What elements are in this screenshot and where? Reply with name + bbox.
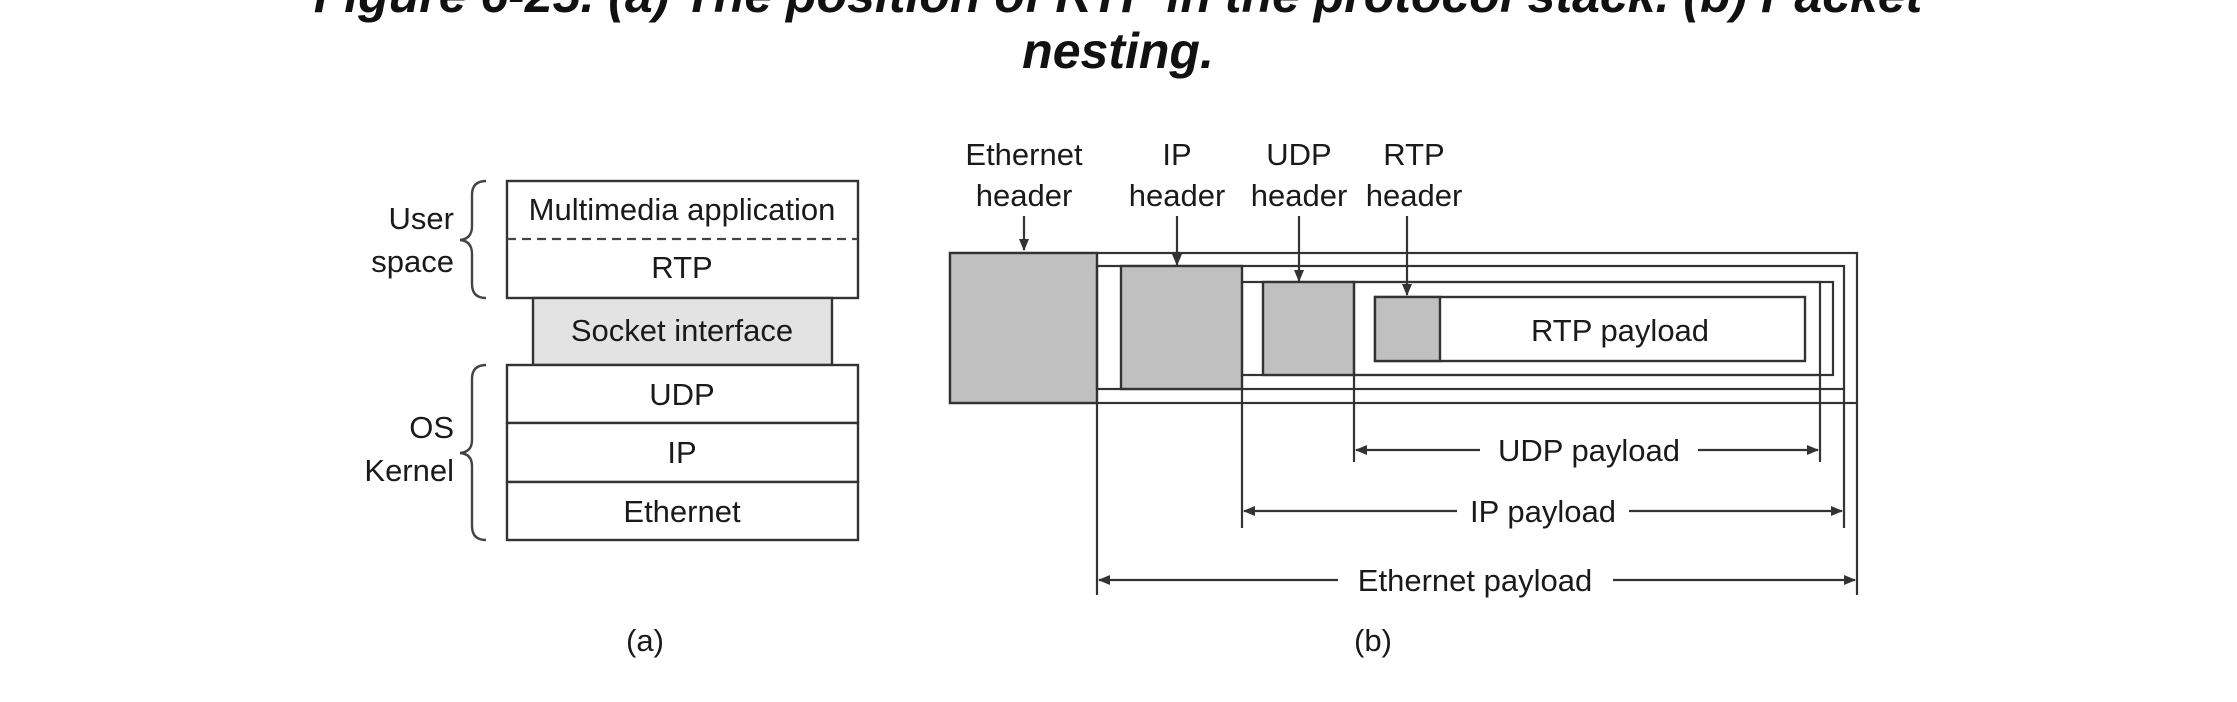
ethernet-header-box: [948, 251, 1099, 405]
ip-header-box: [1119, 264, 1244, 391]
rtp-header-label-line1: RTP: [1383, 137, 1444, 172]
layer-application: Multimedia application: [529, 192, 836, 227]
rtp-header-box: [1373, 295, 1442, 363]
rtp-packet-frame: [1352, 280, 1822, 377]
ethernet-header-label-line2: header: [976, 178, 1073, 213]
ip-payload-label: IP payload: [1470, 494, 1616, 529]
rtp-payload-box: [1373, 295, 1807, 363]
os-kernel-label-line2: Kernel: [364, 453, 454, 488]
udp-payload-label: UDP payload: [1498, 433, 1680, 468]
ethernet-layer-box: [505, 480, 860, 542]
layer-socket-interface: Socket interface: [571, 313, 793, 348]
protocol-stack-diagram: Multimedia application RTP Socket interf…: [364, 179, 860, 658]
ethernet-payload-label: Ethernet payload: [1358, 563, 1592, 598]
caption-a: (a): [626, 623, 664, 658]
caption-b: (b): [1354, 623, 1392, 658]
packet-nesting-diagram: Ethernet header IP header UDP header RTP…: [948, 137, 1859, 658]
figure-title-line2: nesting.: [1022, 23, 1214, 79]
udp-header-label-line2: header: [1251, 178, 1348, 213]
layer-ethernet: Ethernet: [623, 494, 741, 529]
udp-header-box: [1261, 280, 1356, 377]
ip-header-label-line2: header: [1129, 178, 1226, 213]
layer-udp: UDP: [649, 377, 714, 412]
rtp-payload-label: RTP payload: [1531, 313, 1709, 348]
user-space-brace: [459, 179, 487, 300]
udp-header-label-line1: UDP: [1266, 137, 1331, 172]
ip-packet-frame: [1095, 264, 1846, 391]
user-space-label-line2: space: [371, 244, 454, 279]
user-space-label-line1: User: [389, 201, 454, 236]
os-kernel-brace: [459, 363, 487, 542]
socket-interface-box: [531, 296, 834, 367]
figure-title-line1: Figure 6-25. (a) The position of RTP in …: [314, 0, 1925, 23]
layer-rtp: RTP: [651, 250, 712, 285]
os-kernel-label-line1: OS: [409, 410, 454, 445]
ip-header-label-line1: IP: [1162, 137, 1191, 172]
layer-ip: IP: [667, 435, 696, 470]
ethernet-header-label-line1: Ethernet: [965, 137, 1083, 172]
rtp-header-label-line2: header: [1366, 178, 1463, 213]
udp-layer-box: [505, 363, 860, 425]
